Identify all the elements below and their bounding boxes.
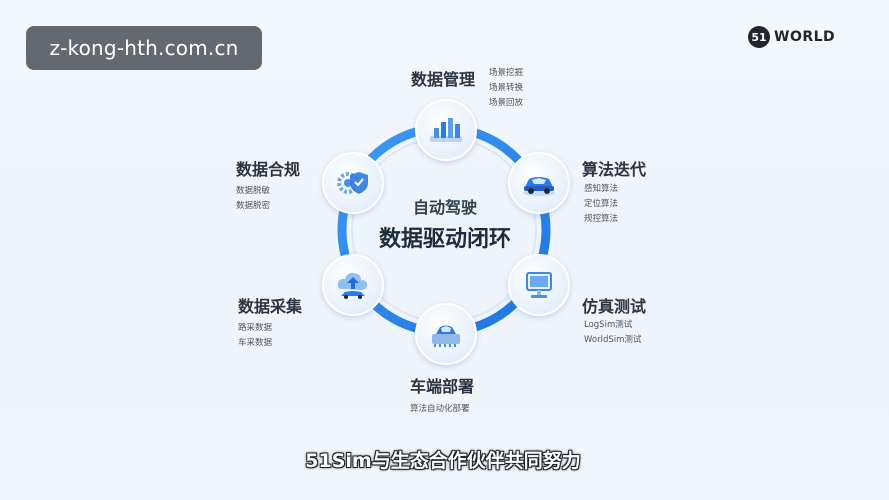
stage-items-simulation-testing: LogSim测试 WorldSim测试 [584,318,641,348]
node-data-collection [322,254,384,316]
stage-item: 路采数据 [238,323,273,333]
chip-car-icon [432,325,460,347]
stage-item: 算法自动化部署 [410,404,470,414]
brand-logo: 51 WORLD [748,26,835,48]
stage-item: 感知算法 [584,184,619,194]
shield-gear-icon [337,172,368,194]
stage-title-data-compliance: 数据合规 [236,160,301,179]
stage-item: 数据脱密 [236,201,271,211]
stage-item: 规控算法 [584,214,619,224]
node-data-management [415,99,477,161]
stage-item: 场景回放 [489,98,524,108]
stage-items-data-management: 场景挖掘 场景转换 场景回放 [489,66,523,111]
center-subtitle: 自动驾驶 [412,198,477,217]
node-vehicle-deployment [415,303,477,365]
stage-title-algorithm-iteration: 算法迭代 [582,160,647,179]
node-simulation-testing [508,254,570,316]
stage-items-vehicle-deployment: 算法自动化部署 [410,402,470,417]
watermark-text: z-kong-hth.com.cn [49,36,239,60]
stage-title-vehicle-deployment: 车端部署 [410,377,475,396]
brand-text: WORLD [774,29,836,45]
node-data-compliance [322,152,384,214]
stage-item: 定位算法 [584,199,619,209]
stage-item: LogSim测试 [584,320,633,330]
bar-chart-icon [430,118,462,142]
stage-title-simulation-testing: 仿真测试 [582,297,647,316]
stage-items-algorithm-iteration: 感知算法 定位算法 规控算法 [584,182,618,227]
stage-item: 场景挖掘 [489,68,524,78]
cloud-upload-icon [337,272,368,299]
stage-item: WorldSim测试 [584,335,642,345]
car-icon [523,177,555,196]
brand-mark: 51 [748,26,770,48]
watermark-badge: z-kong-hth.com.cn [26,26,262,70]
stage-item: 数据脱敏 [236,186,271,196]
stage-items-data-compliance: 数据脱敏 数据脱密 [236,184,270,214]
stage-items-data-collection: 路采数据 车采数据 [238,321,272,351]
video-caption: 51Sim与生态合作伙伴共同努力 [305,450,581,472]
center-title: 数据驱动闭环 [378,227,511,252]
stage-item: 车采数据 [238,338,273,348]
stage-item: 场景转换 [489,83,524,93]
stage-title-data-collection: 数据采集 [238,297,303,316]
monitor-icon [526,272,552,298]
stage-title-data-management: 数据管理 [411,70,476,89]
node-algorithm-iteration [508,152,570,214]
